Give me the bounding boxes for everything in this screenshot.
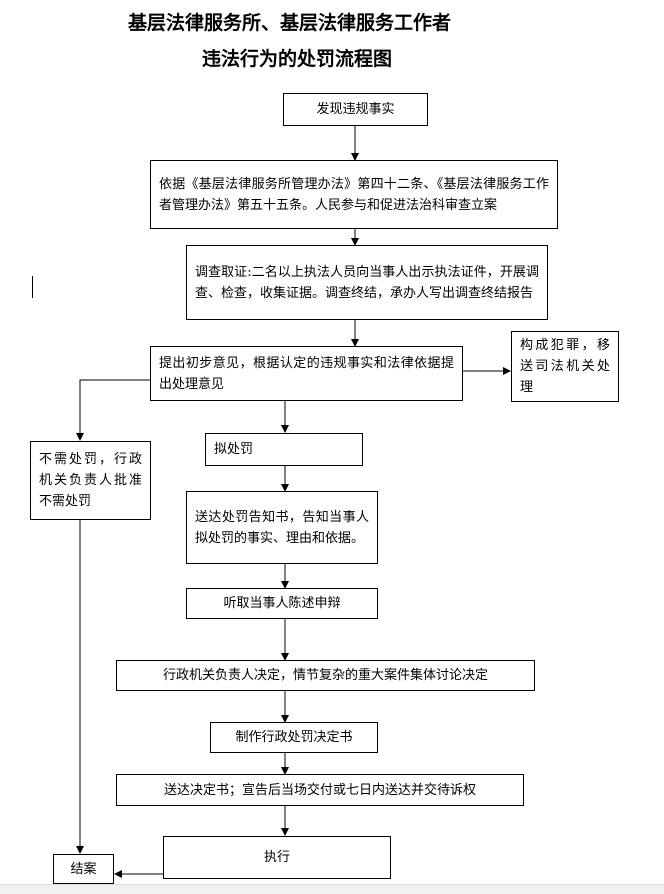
step-execute-label: 执行	[263, 850, 290, 865]
step-decision: 行政机关负责人决定，情节复杂的重大案件集体讨论决定	[116, 660, 535, 691]
step-filing-label: 依据《基层法律服务所管理办法》第四十二条、《基层法律服务工作者管理办法》第五十五…	[159, 176, 549, 213]
step-close: 结案	[53, 854, 114, 884]
bottom-scroll-strip	[0, 884, 664, 894]
step-discover: 发现违规事实	[283, 93, 428, 126]
step-propose-penalty-label: 拟处罚	[214, 442, 254, 457]
step-close-label: 结案	[70, 861, 97, 877]
step-hearing-label: 听取当事人陈述申辩	[223, 596, 341, 611]
step-no-penalty-label: 不需处罚，行政机关负责人批准不需处罚	[39, 452, 142, 509]
step-crime-label: 构成犯罪，移送司法机关处理	[520, 338, 610, 395]
step-make-decision-label: 制作行政处罚决定书	[235, 730, 353, 745]
step-decision-label: 行政机关负责人决定，情节复杂的重大案件集体讨论决定	[162, 668, 488, 683]
step-execute: 执行	[163, 836, 391, 879]
step-no-penalty: 不需处罚，行政机关负责人批准不需处罚	[30, 441, 151, 520]
step-propose-penalty: 拟处罚	[205, 433, 363, 466]
step-discover-label: 发现违规事实	[316, 102, 395, 117]
step-deliver-label: 送达决定书；宣告后当场交付或七日内送达并交待诉权	[163, 782, 476, 798]
diagram-title-line1: 基层法律服务所、基层法律服务工作者	[128, 12, 452, 34]
step-investigate: 调查取证:二名以上执法人员向当事人出示执法证件，开展调查、检查，收集证据。调查终…	[186, 245, 548, 320]
step-make-decision: 制作行政处罚决定书	[210, 722, 378, 753]
step-crime: 构成犯罪，移送司法机关处理	[511, 331, 619, 402]
step-preliminary: 提出初步意见，根据认定的违规事实和法律依据提出处理意见	[150, 346, 463, 401]
text-cursor	[32, 276, 33, 298]
step-deliver: 送达决定书；宣告后当场交付或七日内送达并交待诉权	[116, 774, 524, 806]
step-filing: 依据《基层法律服务所管理办法》第四十二条、《基层法律服务工作者管理办法》第五十五…	[150, 160, 558, 229]
diagram-title-line2: 违法行为的处罚流程图	[202, 48, 393, 70]
step-notice-label: 送达处罚告知书，告知当事人拟处罚的事实、理由和依据。	[195, 509, 369, 546]
arrow-preliminary-to-no-penalty	[76, 379, 150, 441]
step-investigate-label: 调查取证:二名以上执法人员向当事人出示执法证件，开展调查、检查，收集证据。调查终…	[195, 264, 539, 301]
step-notice: 送达处罚告知书，告知当事人拟处罚的事实、理由和依据。	[186, 491, 378, 564]
step-hearing: 听取当事人陈述申辩	[186, 588, 378, 619]
step-preliminary-label: 提出初步意见，根据认定的违规事实和法律依据提出处理意见	[159, 355, 454, 392]
